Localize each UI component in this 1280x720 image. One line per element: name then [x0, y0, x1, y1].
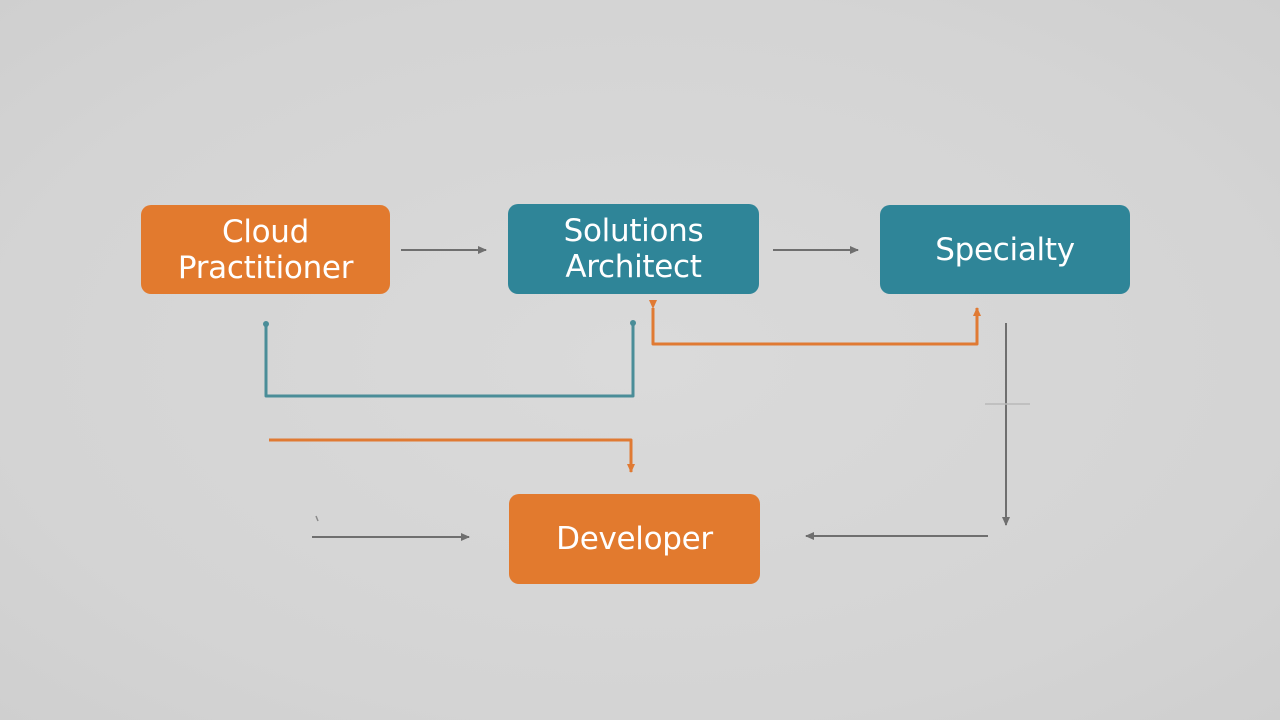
node-developer[interactable]: Developer [509, 494, 760, 584]
connector-dot-solutions [630, 320, 636, 326]
node-label: Cloud Practitioner [177, 213, 354, 286]
tick-mark [315, 515, 319, 522]
node-label-line2: Architect [565, 249, 702, 285]
node-specialty[interactable]: Specialty [880, 205, 1130, 294]
node-label-line1: Solutions [563, 213, 704, 249]
connector-cloud-solutions-teal [264, 324, 635, 398]
node-label-line2: Practitioner [177, 249, 354, 286]
node-cloud-practitioner[interactable]: Cloud Practitioner [141, 205, 390, 294]
connector-dot-cloud [263, 321, 269, 327]
arrow-left-to-developer-orange [269, 438, 635, 473]
node-label: Specialty [935, 231, 1075, 268]
node-label: Solutions Architect [564, 213, 704, 285]
node-label-line1: Cloud [221, 213, 310, 250]
node-label: Developer [556, 521, 713, 557]
connector-solutions-specialty-orange [649, 300, 981, 346]
node-solutions-architect[interactable]: Solutions Architect [508, 204, 759, 294]
